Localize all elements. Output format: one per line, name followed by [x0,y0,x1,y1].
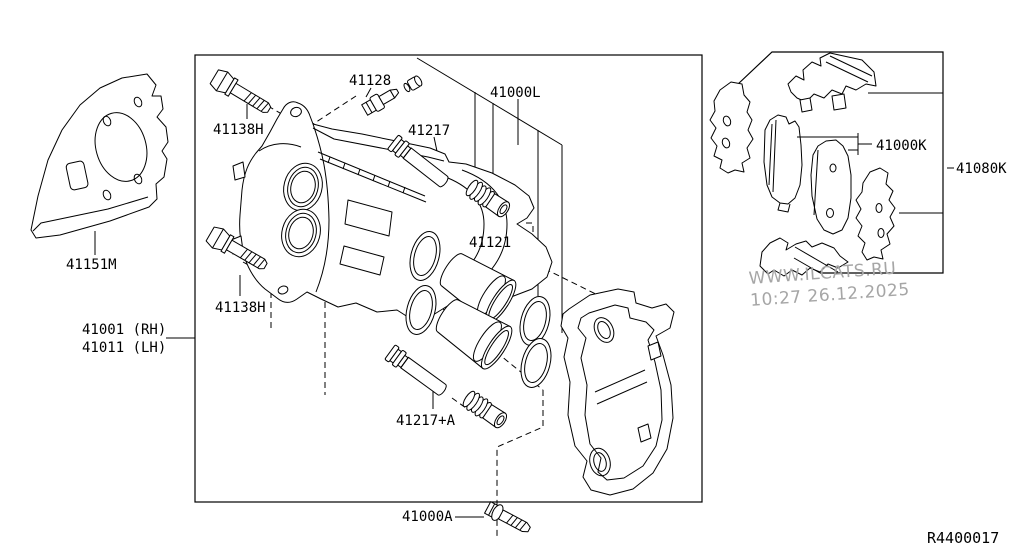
label-slide-pin-lower: 41217+A [396,413,456,429]
label-splash-shield: 41151M [66,257,117,273]
pad-shim-left-drawing [709,81,754,174]
pad-shim-right-drawing [855,167,896,261]
slide-pin-lower-drawing [384,344,450,400]
label-piston: 41121 [469,235,512,251]
pad-kit-leader-lines [793,92,954,274]
dust-seal-2-drawing [515,334,557,392]
main-assembly-frame [194,54,703,503]
label-bleeder-valve: 41128 [349,73,392,89]
bleeder-valve-drawing [361,88,400,116]
brake-pad-outer-drawing [810,139,852,235]
figure-ref-code: R4400017 [927,529,1000,547]
mount-bolt-upper-drawing [208,66,276,120]
label-pad-hardware-kit: 41080K [956,161,1007,177]
label-mount-bolt-lower: 41138H [215,300,266,316]
label-pad-bolt: 41000A [402,509,453,525]
label-seal-kit: 41000L [490,85,541,101]
pad-retainer-clip-top-drawing [787,52,877,113]
label-pad-kit: 41000K [876,138,927,154]
label-caliper-lh: 41011 (LH) [82,340,167,356]
splash-shield-drawing [30,73,169,239]
brake-pad-inner-drawing [763,114,803,213]
pad-kit-frame [736,51,944,274]
pad-bolt-drawing [484,501,531,533]
label-mount-bolt-upper: 41138H [213,122,264,138]
torque-member-drawing [560,288,675,496]
bleeder-cap-drawing [403,75,423,93]
label-slide-pin-upper: 41217 [408,123,451,139]
pad-retainer-clip-bottom-drawing [759,237,849,277]
pin-boot-lower-drawing [460,388,511,432]
label-caliper-rh: 41001 (RH) [82,322,167,338]
